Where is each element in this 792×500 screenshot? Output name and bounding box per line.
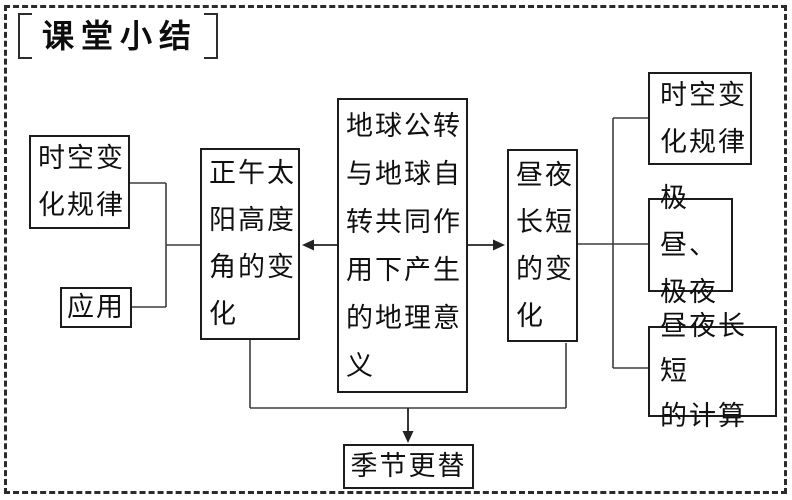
node-noon-solar-altitude: 正午太 阳高度 角的变 化: [200, 148, 300, 340]
connector-right-bracket: [578, 117, 648, 369]
page-title: 课堂小结: [42, 18, 199, 54]
arrow-to-day-night-length: [468, 239, 505, 251]
arrow-to-season-alternation: [402, 408, 414, 443]
node-combined-geographic-significance: 地球公转 与地球自 转共同作 用下产生 的地理意 义: [337, 98, 468, 393]
node-spatiotemporal-pattern-right: 时空变 化规律: [648, 72, 752, 165]
node-season-alternation: 季节更替: [343, 444, 474, 489]
node-polar-day-night: 极昼、 极夜: [648, 183, 733, 307]
node-application: 应用: [60, 287, 132, 328]
bracket-right-icon: [204, 13, 219, 59]
bracket-left-icon: [18, 13, 32, 59]
node-spatiotemporal-pattern-left: 时空变 化规律: [29, 135, 130, 229]
arrow-to-noon-solar-altitude: [302, 239, 337, 251]
page-title-group: 课堂小结: [18, 13, 219, 59]
node-day-night-length-calculation: 昼夜长短 的计算: [648, 311, 777, 431]
node-day-night-length-change: 昼夜 长短 的变 化: [507, 149, 578, 342]
connector-left-bracket: [130, 182, 200, 308]
